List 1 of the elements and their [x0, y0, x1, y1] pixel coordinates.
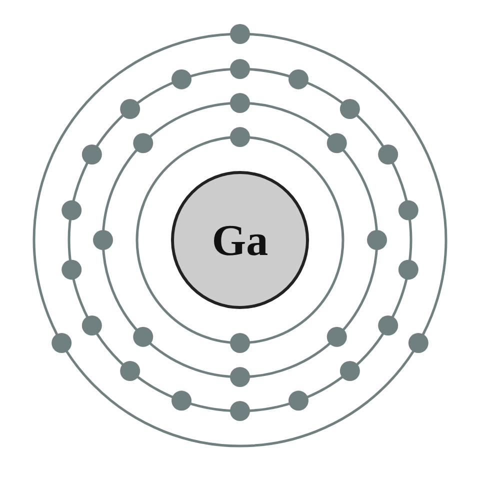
element-symbol: Ga — [212, 214, 268, 266]
